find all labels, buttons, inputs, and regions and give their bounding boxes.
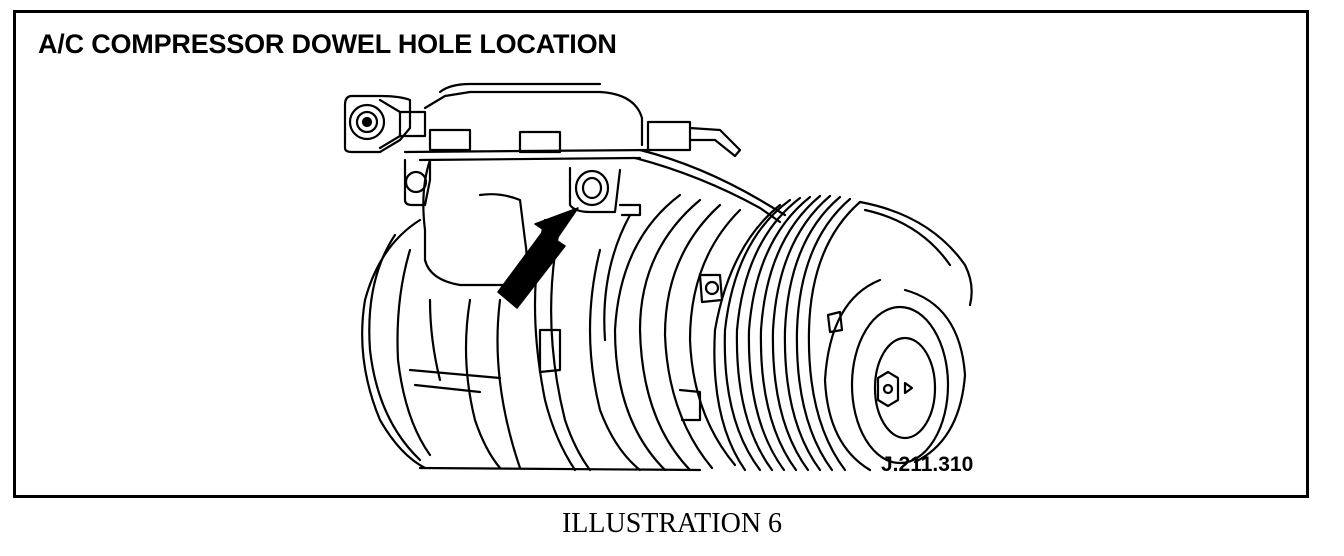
- reference-code: J.211.310: [881, 453, 974, 476]
- pulley: [713, 194, 973, 472]
- figure-caption: ILLUSTRATION 6: [561, 508, 783, 539]
- clutch-hub: [823, 278, 967, 472]
- figure-title: A/C COMPRESSOR DOWEL HOLE LOCATION: [38, 29, 617, 59]
- dowel-hole-boss: [568, 166, 642, 217]
- dowel-arrow: [497, 207, 579, 309]
- clutch-housing: [613, 193, 742, 472]
- manifold-housing: [343, 82, 652, 162]
- left-mounting-ear: [403, 158, 432, 207]
- pipe-bracket: [633, 120, 787, 224]
- compressor-body: [361, 158, 702, 472]
- illustration-frame: A/C COMPRESSOR DOWEL HOLE LOCATION J.211…: [13, 10, 1309, 498]
